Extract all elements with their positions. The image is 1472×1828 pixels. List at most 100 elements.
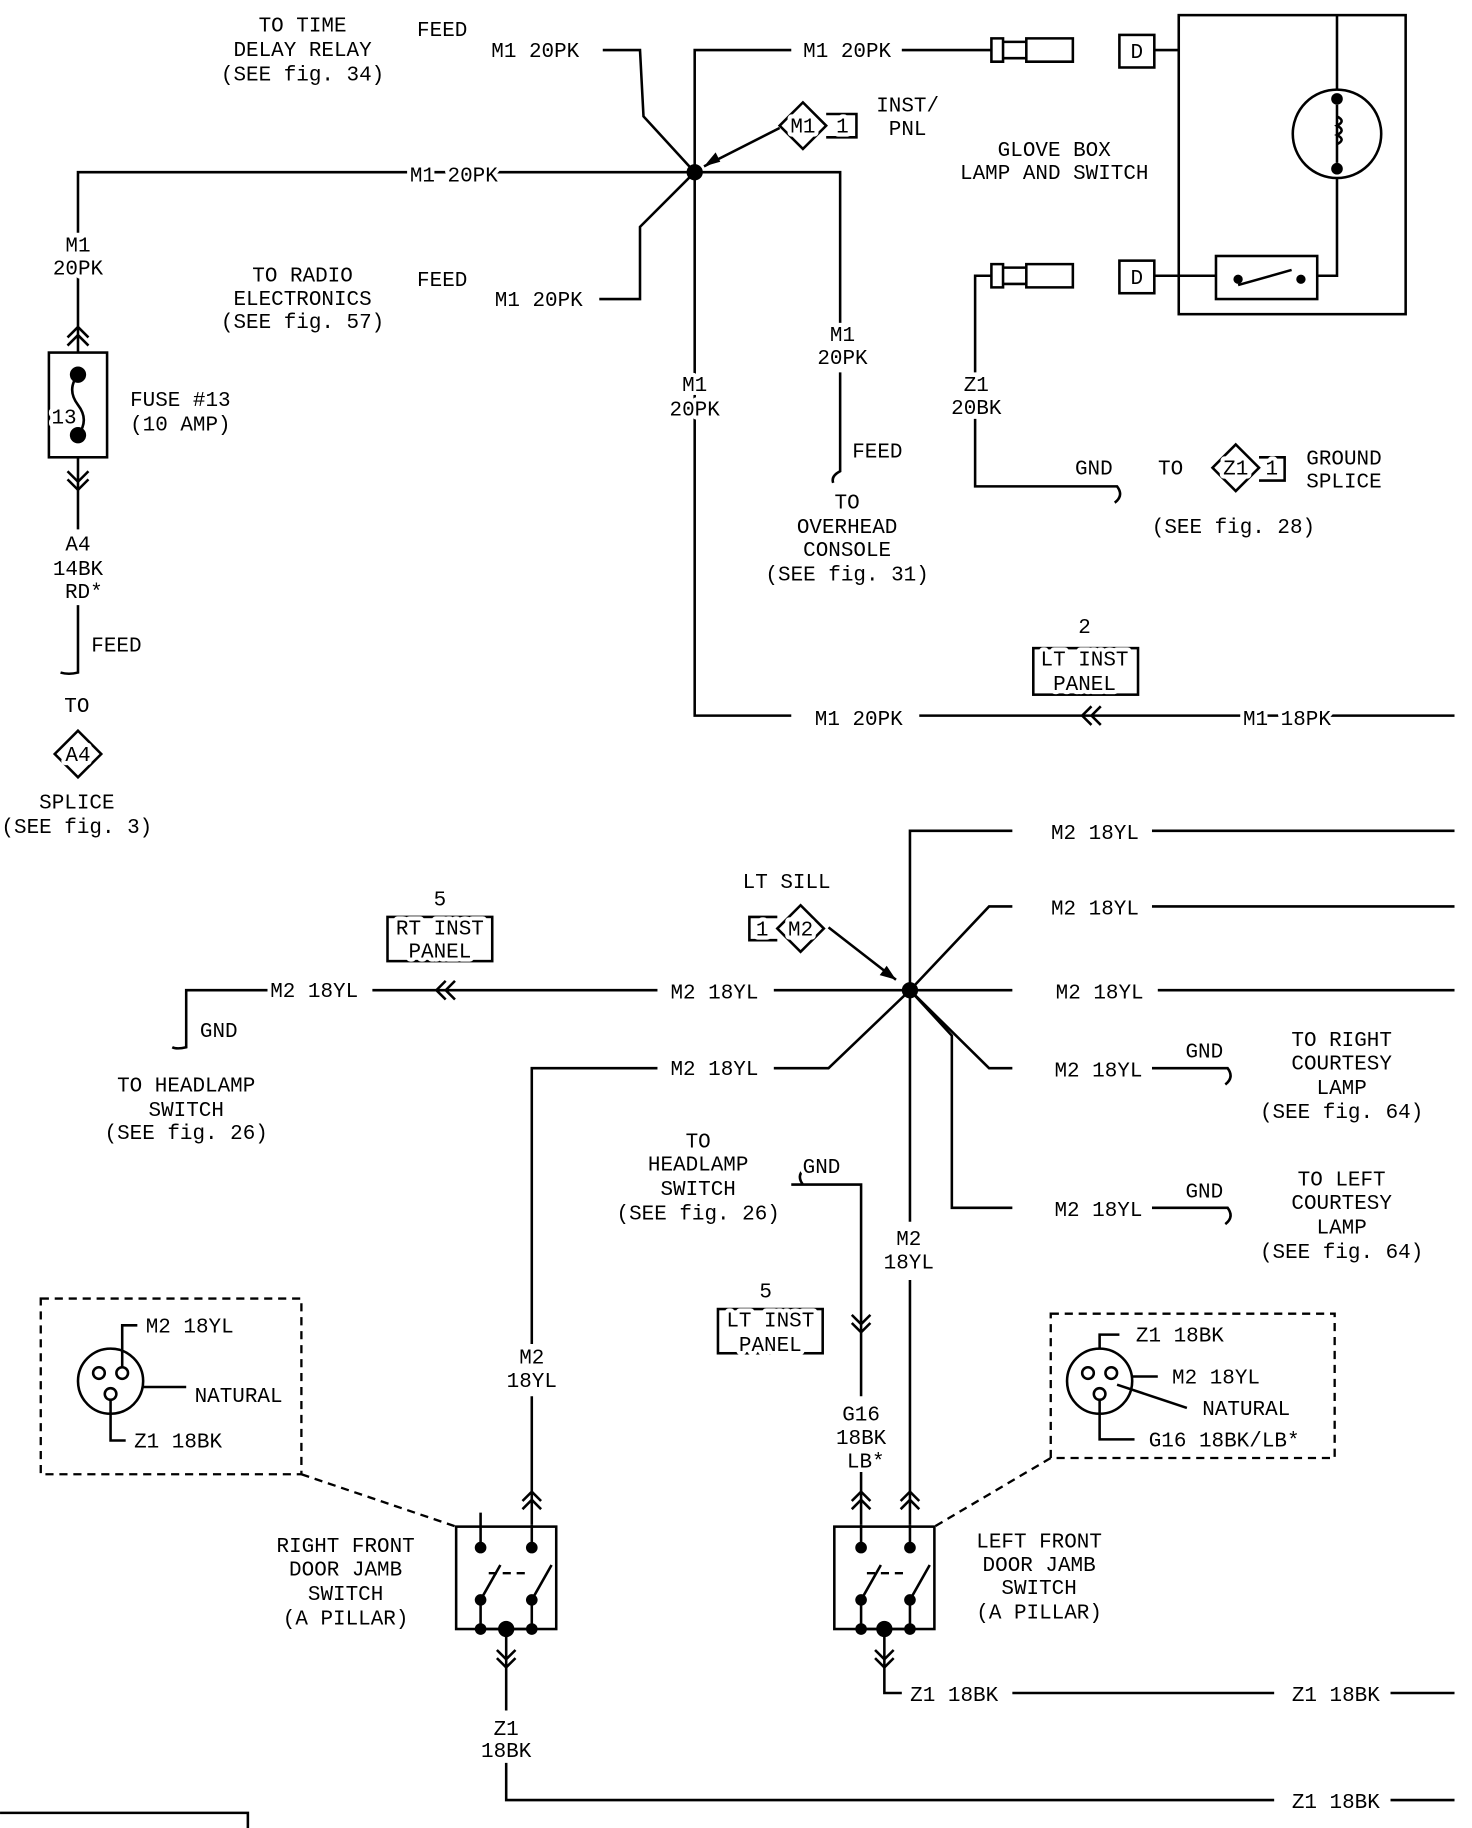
wire-label: SWITCH: [660, 1179, 735, 1202]
wire-label: GND: [1185, 1181, 1223, 1204]
wire-label: 5: [434, 889, 447, 912]
wire-label: G16 18BK/LB*: [1149, 1430, 1300, 1453]
wire-label: Z1 18BK: [1136, 1326, 1224, 1349]
wire-label: FEED: [91, 636, 141, 659]
wire-label: PANEL: [1053, 674, 1116, 697]
wire-label: Z1 18BK: [1292, 1792, 1380, 1815]
lamp-bulb: [1291, 88, 1383, 180]
wire-label: PANEL: [739, 1335, 802, 1358]
wire-label: GND: [1075, 459, 1113, 482]
wire-label: (SEE fig. 26): [617, 1203, 780, 1226]
wire-label: TO LEFT: [1298, 1170, 1386, 1193]
wire-label: LT INST: [726, 1310, 814, 1333]
wire-label: Z1 18BK: [134, 1432, 222, 1455]
wire-label: RT INST: [396, 918, 484, 941]
m1-splice: [686, 164, 703, 181]
wire-label: Z1: [494, 1719, 519, 1742]
wire-label: D: [1131, 268, 1144, 291]
wire-label: 20BK: [951, 398, 1002, 421]
wires: [0, 13, 1455, 1828]
wire-label: (10 AMP): [130, 415, 231, 438]
wire-label: GND: [1185, 1042, 1223, 1065]
wire-label: (SEE fig. 26): [105, 1123, 268, 1146]
wire-label: (SEE fig. 64): [1260, 1242, 1423, 1265]
wire-label: 14BK: [53, 559, 104, 582]
wire-label: M1 18PK: [1243, 709, 1331, 732]
glove-switch: [1214, 254, 1319, 301]
wire-label: 1: [1266, 459, 1279, 482]
wire-label: GROUND: [1306, 448, 1381, 471]
wire-label: Z1 18BK: [910, 1685, 998, 1708]
wire-label: SWITCH: [149, 1100, 224, 1123]
wire-label: M2: [896, 1229, 921, 1252]
wire-label: LB*: [847, 1451, 885, 1474]
wire-label: G16: [842, 1405, 880, 1428]
wire-label: M1: [65, 235, 90, 258]
wire-label: SWITCH: [1001, 1578, 1076, 1601]
wire-label: M2 18YL: [670, 982, 758, 1005]
wire-label: (A PILLAR): [976, 1603, 1102, 1626]
wire-label: 20PK: [817, 348, 868, 371]
wire-label: NATURAL: [195, 1386, 283, 1409]
wire-label: FEED: [852, 441, 902, 464]
wire-label: M2: [788, 920, 813, 943]
wire-label: 20PK: [53, 259, 104, 282]
wire-label: M1 20PK: [815, 709, 903, 732]
wire-label: M1: [830, 325, 855, 348]
wire-label: (SEE fig. 31): [765, 565, 928, 588]
wire-label: 18BK: [836, 1428, 887, 1451]
wire-label: PNL: [889, 119, 927, 142]
wire-label: M1 20PK: [491, 41, 579, 64]
wire-label: TO: [686, 1131, 711, 1154]
wire-label: M2 18YL: [1054, 1200, 1142, 1223]
m2-splice: [901, 982, 919, 999]
wire-label: OVERHEAD: [797, 517, 898, 540]
wire-label: (SEE fig. 34): [221, 64, 384, 87]
wire-label: 2: [1078, 617, 1091, 640]
wire-label: M1 20PK: [410, 166, 498, 189]
wire-label: FEED: [417, 20, 467, 43]
wire-label: COURTESY: [1291, 1193, 1392, 1216]
wire-label: 1: [756, 920, 769, 943]
wire-label: RD*: [65, 582, 103, 605]
wire-label: M2 18YL: [1051, 823, 1139, 846]
wire-label: Z1 18BK: [1292, 1685, 1380, 1708]
wire-label: Z1: [1223, 459, 1248, 482]
wire-label: SPLICE: [39, 793, 114, 816]
wire-label: GND: [803, 1157, 841, 1180]
glove-box-lamp-switch: [1177, 13, 1407, 316]
wire-label: LT SILL: [743, 872, 831, 895]
wire-label: M2 18YL: [1054, 1060, 1142, 1083]
wire-label: M2: [519, 1348, 544, 1371]
wire-label: FEED: [417, 270, 467, 293]
wire-label: SPLICE: [1306, 472, 1381, 495]
wire-label: INST/: [876, 96, 939, 119]
wire-label: TO RADIO: [252, 266, 353, 289]
wire-label: M1: [790, 117, 815, 140]
wire-label: LAMP: [1317, 1217, 1367, 1240]
wire-label: (SEE fig. 28): [1152, 517, 1315, 540]
left-front-door-jamb-switch: [833, 1525, 936, 1631]
fuse-13: [47, 351, 109, 459]
wire-label: LT INST: [1041, 650, 1129, 673]
wire-label: GLOVE BOX: [998, 140, 1112, 163]
wire-label: 18YL: [884, 1252, 934, 1275]
wire-label: LAMP: [1317, 1078, 1367, 1101]
wire-label: DELAY RELAY: [233, 40, 372, 63]
wire-label: M2 18YL: [146, 1316, 234, 1339]
wire-label: M2 18YL: [1172, 1368, 1260, 1391]
wire-label: TO: [64, 696, 89, 719]
wire-label: (SEE fig. 3): [1, 817, 152, 840]
wire-label: M2 18YL: [1051, 899, 1139, 922]
wire-label: TO: [835, 492, 860, 515]
wire-label: (A PILLAR): [283, 1608, 409, 1631]
wire-label: FUSE #13: [130, 390, 231, 413]
wire-label: (SEE fig. 64): [1260, 1102, 1423, 1125]
wire-label: 5: [759, 1281, 772, 1304]
wire-label: 18BK: [481, 1741, 532, 1764]
wire-label: CONSOLE: [803, 540, 891, 563]
connector-plug: [990, 37, 1075, 63]
wire-label: COURTESY: [1291, 1053, 1392, 1076]
wire-label: TO TIME: [259, 15, 347, 38]
